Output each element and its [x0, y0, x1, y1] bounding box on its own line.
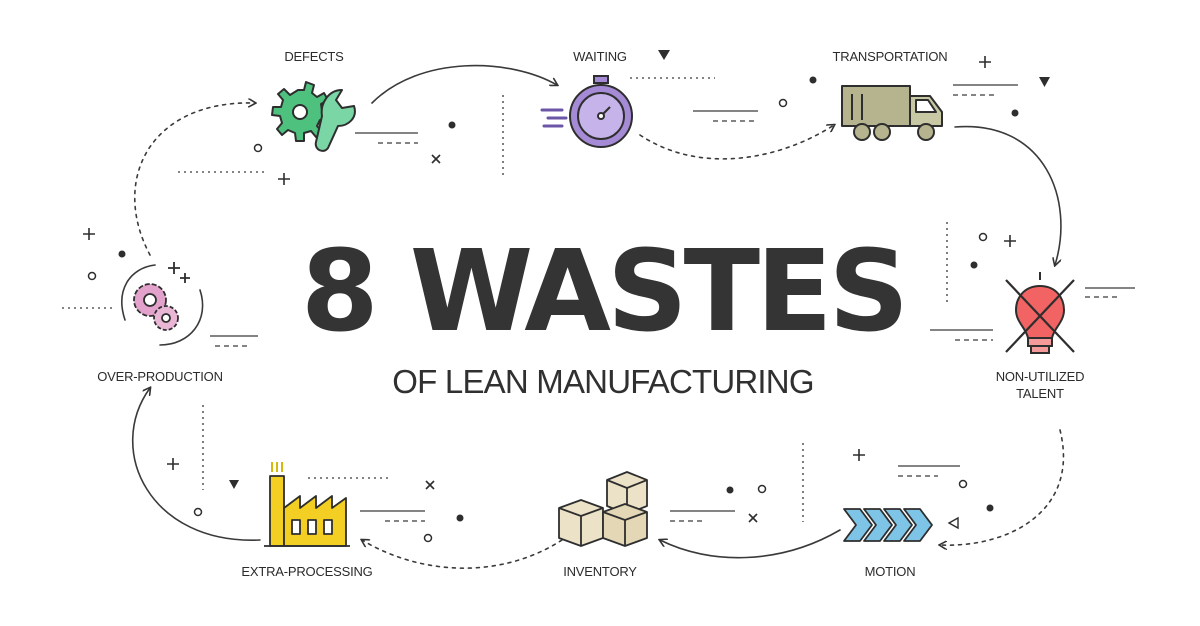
multiplying-gears-icon: [133, 262, 190, 331]
waste-label-transportation: TRANSPORTATION: [832, 49, 948, 64]
page-title: 8 WASTES: [300, 227, 909, 357]
arrow-waiting-to-transportation: [639, 125, 834, 160]
truck-icon: [841, 85, 943, 141]
page-subtitle: OF LEAN MANUFACTURING: [392, 363, 814, 400]
gears-wrench-icon: [271, 81, 356, 152]
waste-label-waiting: WAITING: [573, 49, 627, 64]
arrow-extra-to-overproduction: [131, 388, 261, 541]
arrow-talent-to-motion: [940, 429, 1065, 545]
waste-label-defects: DEFECTS: [284, 49, 344, 64]
waste-label-over-production: OVER-PRODUCTION: [97, 369, 223, 384]
waste-label-inventory: INVENTORY: [563, 564, 637, 579]
arrow-inventory-to-extra: [362, 540, 563, 569]
arrow-overproduction-to-defects: [134, 103, 255, 256]
arrow-transportation-to-talent: [954, 125, 1062, 265]
arrow-defects-to-waiting: [371, 64, 557, 104]
waste-label-motion: MOTION: [864, 564, 916, 579]
talent-label-text: NON-UTILIZED TALENT: [995, 369, 1085, 401]
stopwatch-icon: [540, 75, 633, 148]
arrow-motion-to-inventory: [660, 529, 841, 559]
chevron-arrows-icon: [843, 508, 933, 542]
waste-label-extra-processing: EXTRA-PROCESSING: [241, 564, 373, 579]
factory-icon: [264, 462, 350, 547]
boxes-icon: [558, 471, 648, 547]
crossed-lightbulb-icon: [1005, 272, 1075, 354]
waste-label-non-utilized-talent: NON-UTILIZED TALENT: [980, 368, 1100, 402]
